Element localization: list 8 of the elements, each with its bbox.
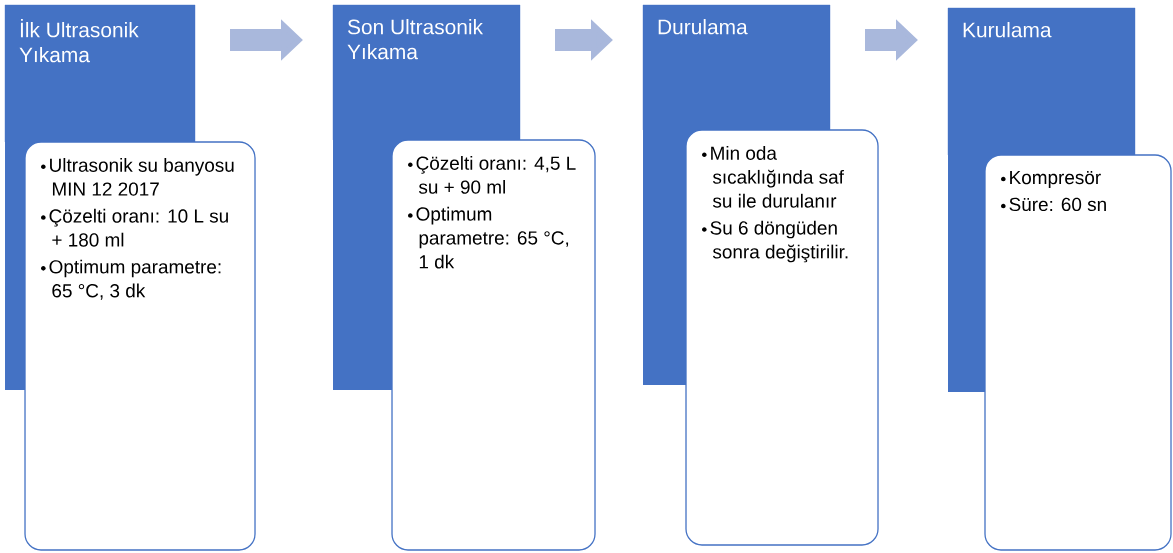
step-heading-box: Son Ultrasonik Yıkama <box>332 4 521 141</box>
step-detail-box: Çözelti oranı: 4,5 L su + 90 ml Optimum parametre: 65 °C, 1 dk <box>333 139 596 551</box>
step-heading-box: Kurulama <box>947 7 1136 156</box>
step-heading-box: Durulama <box>642 4 831 131</box>
step-heading-box: İlk Ultrasonik Yıkama <box>4 4 196 143</box>
step-detail-box: Min oda sıcaklığında saf su ile durulanır Su 6 döngüden sonra değiştirilir. <box>643 129 879 546</box>
step-detail-box: Ultrasonik su banyosu MIN 12 2017 Çözelti oranı: 10 L su + 180 ml Optimum parametre: 65 °C, 3 dk <box>5 141 256 551</box>
step-detail-box: Kompresör Süre: 60 sn <box>948 154 1172 551</box>
